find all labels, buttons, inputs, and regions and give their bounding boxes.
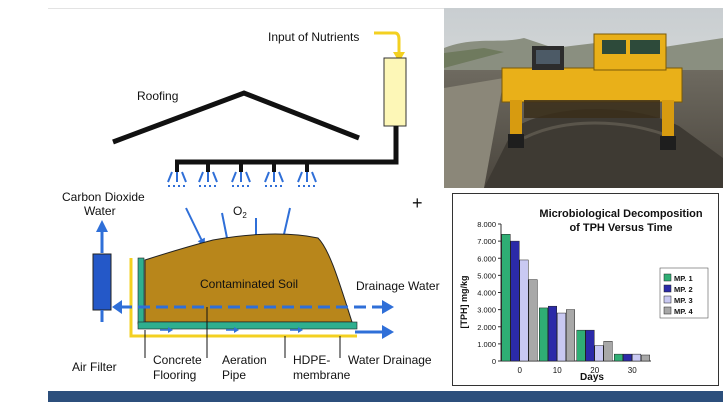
chart-bar xyxy=(548,305,557,362)
photo-illustration xyxy=(444,8,723,188)
leader-lines xyxy=(144,307,341,358)
nutrient-supply-pipe xyxy=(175,126,399,165)
aeration-label-line1: Aeration xyxy=(222,353,267,367)
chart-bar xyxy=(501,234,511,362)
co2-label-line2: Water xyxy=(84,204,116,218)
chart-bar xyxy=(528,279,538,362)
chart-x-tick-label: 30 xyxy=(628,366,637,375)
chart-x-tick-label: 10 xyxy=(553,366,562,375)
compost-turner-photo xyxy=(444,8,723,188)
hdpe-liner xyxy=(129,258,357,338)
concrete-wall xyxy=(137,257,145,325)
chart-legend-label: MP. 1 xyxy=(674,274,693,283)
chart-bars: 0 10 20 30 xyxy=(501,234,650,375)
chart-bar xyxy=(557,312,566,362)
chart-y-tick-label: 5.000 xyxy=(477,271,496,280)
air-filter-label: Air Filter xyxy=(72,360,117,374)
chart-y-tick-label: 6.000 xyxy=(477,254,496,263)
air-filter xyxy=(92,253,112,311)
water-drainage-label: Water Drainage xyxy=(348,353,432,367)
o2-arrow xyxy=(185,207,205,247)
contaminated-soil-label: Contaminated Soil xyxy=(200,277,298,291)
chart-title-line2: of TPH Versus Time xyxy=(569,222,672,234)
nutrient-tank xyxy=(383,57,407,127)
chart-legend-swatch xyxy=(663,273,672,282)
drainage-water-label: Drainage Water xyxy=(356,279,440,293)
chart-bar xyxy=(510,240,520,362)
chart-legend-swatch xyxy=(663,295,672,304)
chart-y-tick-label: 4.000 xyxy=(477,289,496,298)
chart-y-tick-label: 1.000 xyxy=(477,340,496,349)
chart-legend: MP. 1 MP. 2 MP. 3 MP. 4 xyxy=(659,267,709,319)
drainage-arrow-right xyxy=(382,300,394,314)
co2-label-line1: Carbon Dioxide xyxy=(62,190,145,204)
input-nutrients-label: Input of Nutrients xyxy=(268,30,359,44)
chart-bar xyxy=(585,329,595,362)
chart-bar xyxy=(632,353,641,362)
hdpe-label-line2: membrane xyxy=(293,368,351,382)
chart-legend-label: MP. 4 xyxy=(674,307,693,316)
chart-x-tick-label: 20 xyxy=(590,366,599,375)
chart-x-tick-label: 0 xyxy=(518,366,523,375)
chart-y-tick-label: 7.000 xyxy=(477,237,496,246)
chart-legend-label: MP. 3 xyxy=(674,296,693,305)
chart-title-line1: Microbiological Decomposition xyxy=(539,208,702,220)
sprinkler xyxy=(297,162,317,187)
hdpe-label-line1: HDPE- xyxy=(293,353,330,367)
chart-y-tick-label: 0 xyxy=(492,357,496,366)
sprinkler-row xyxy=(167,162,317,187)
chart-y-tick-label: 8.000 xyxy=(477,220,496,229)
chart-legend-swatch xyxy=(663,306,672,315)
top-rule xyxy=(48,8,444,9)
chart-bar xyxy=(603,341,613,362)
sprinkler xyxy=(264,162,284,187)
concrete-label-line1: Concrete xyxy=(153,353,202,367)
chart-y-tick-label: 3.000 xyxy=(477,306,496,315)
aeration-arrow-left xyxy=(112,300,122,314)
chart-bar xyxy=(539,307,548,362)
plus-sign: + xyxy=(412,193,423,213)
roofing-label: Roofing xyxy=(137,89,178,103)
sprinkler xyxy=(167,162,187,187)
chart-x-label: Days xyxy=(580,372,604,383)
chart-bar xyxy=(594,345,604,362)
soil-pile xyxy=(144,233,353,323)
chart-bar xyxy=(566,309,575,362)
tph-bar-chart: Microbiological Decomposition of TPH Ver… xyxy=(459,208,709,383)
chart-y-label: [TPH] mg/kg xyxy=(459,276,469,329)
aeration-label-line2: Pipe xyxy=(222,368,246,382)
concrete-floor xyxy=(137,321,358,330)
floor-flow-arrows xyxy=(160,327,303,333)
chart-bar xyxy=(614,353,623,362)
o2-label: O2 xyxy=(233,204,247,220)
concrete-label-line2: Flooring xyxy=(153,368,196,382)
tph-chart-panel: Microbiological Decomposition of TPH Ver… xyxy=(452,193,719,386)
footer-bar xyxy=(48,391,723,402)
chart-y-tick-label: 2.000 xyxy=(477,323,496,332)
chart-bar xyxy=(519,259,529,362)
nutrient-arrow xyxy=(374,31,401,54)
water-drainage-arrow xyxy=(382,325,394,339)
sprinkler xyxy=(198,162,218,187)
chart-legend-label: MP. 2 xyxy=(674,285,693,294)
chart-bar xyxy=(576,329,586,362)
sprinkler xyxy=(231,162,251,187)
chart-legend-swatch xyxy=(663,284,672,293)
chart-bar xyxy=(623,353,632,362)
nutrient-arrow-head xyxy=(393,52,405,62)
chart-bar xyxy=(641,354,650,362)
roof xyxy=(112,90,360,145)
